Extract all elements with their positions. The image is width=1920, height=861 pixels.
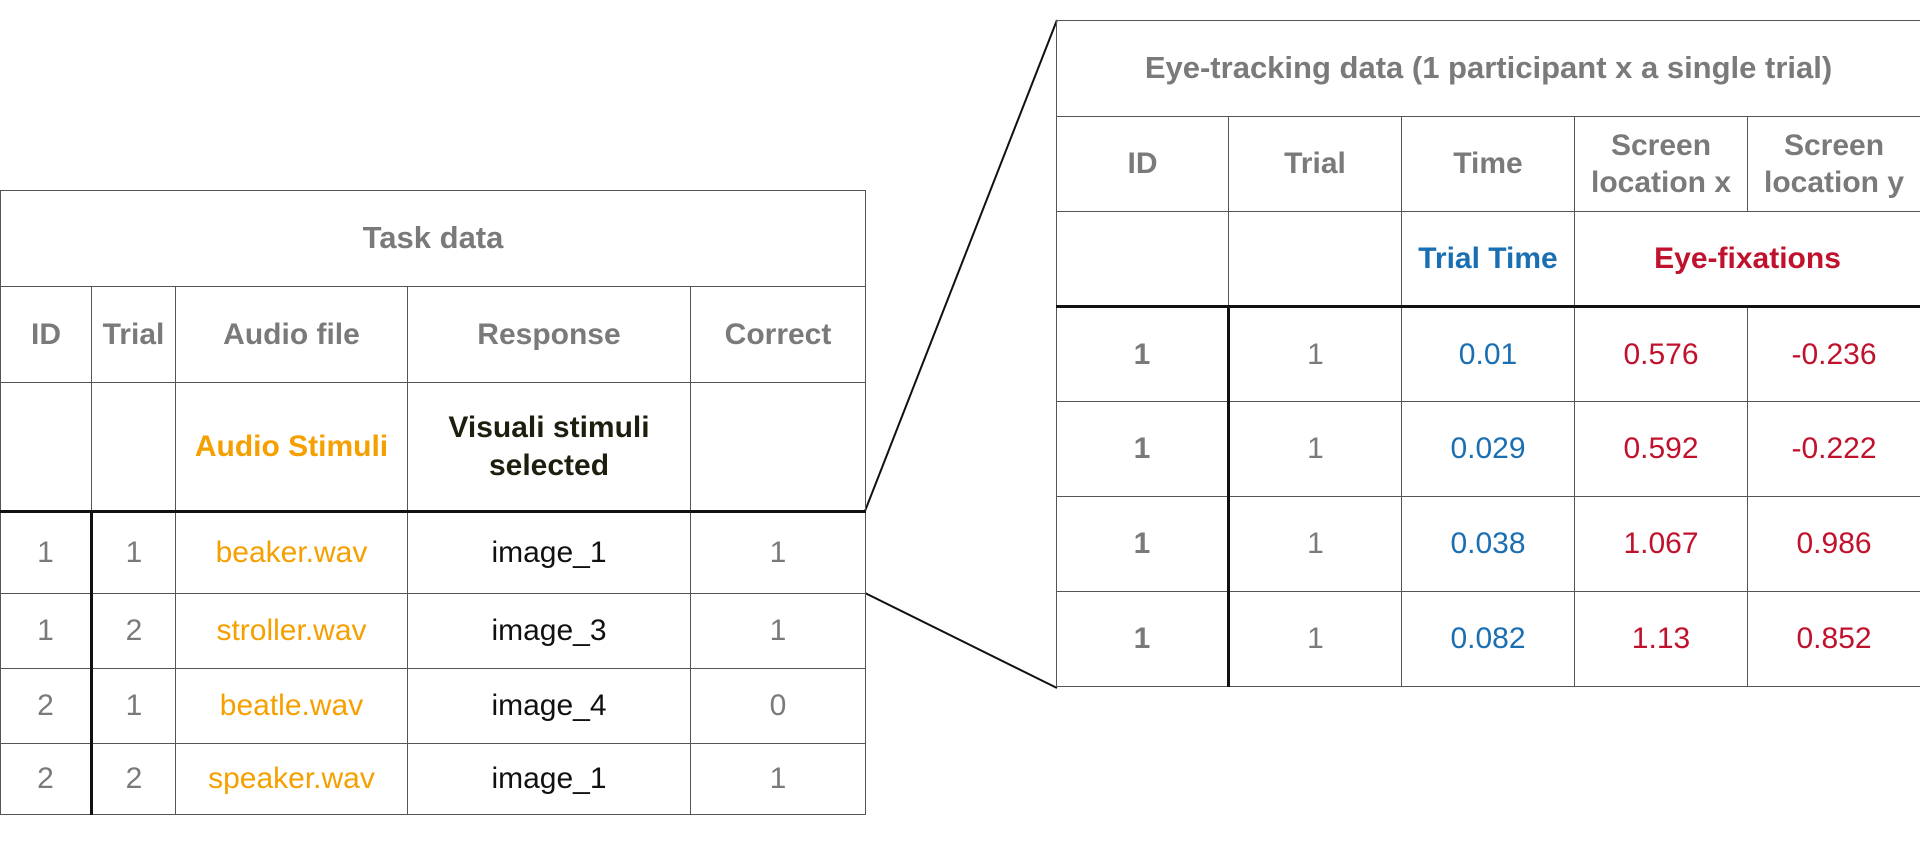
task-annotation-empty-id — [0, 382, 92, 513]
eye-cell-time: 0.038 — [1401, 496, 1575, 592]
task-cell-trial: 2 — [90, 593, 176, 669]
task-cell-response: image_1 — [407, 511, 691, 594]
task-cell-trial: 1 — [90, 668, 176, 744]
eye-cell-time: 0.029 — [1401, 401, 1575, 497]
task-row: 1 1 beaker.wav image_1 1 — [0, 511, 867, 594]
eye-cell-id: 1 — [1056, 401, 1229, 497]
eye-cell-trial: 1 — [1227, 591, 1402, 687]
eye-fixations-label: Eye-fixations — [1573, 211, 1920, 308]
task-row: 1 2 stroller.wav image_3 1 — [0, 593, 867, 669]
task-cell-id: 2 — [0, 743, 92, 815]
connector-line-top — [864, 19, 1058, 512]
task-cell-audio: speaker.wav — [175, 743, 408, 815]
eye-cell-y: 0.852 — [1746, 591, 1920, 687]
eye-cell-time: 0.01 — [1401, 306, 1575, 402]
task-row: 2 2 speaker.wav image_1 1 — [0, 743, 867, 815]
task-header-id: ID — [0, 286, 92, 383]
eye-header-time: Time — [1401, 116, 1575, 212]
task-cell-correct: 1 — [689, 593, 867, 669]
task-annotation-empty-trial — [91, 382, 176, 513]
eye-cell-trial: 1 — [1227, 496, 1402, 592]
connector-line-bottom — [864, 592, 1058, 689]
eye-cell-id: 1 — [1056, 591, 1229, 687]
task-cell-audio: beatle.wav — [175, 668, 408, 744]
task-cell-response: image_4 — [407, 668, 691, 744]
visual-stimuli-label: Visuali stimuli selected — [407, 382, 691, 513]
eye-cell-id: 1 — [1056, 306, 1229, 402]
eye-cell-y: 0.986 — [1746, 496, 1920, 592]
task-cell-audio: stroller.wav — [175, 593, 408, 669]
task-cell-trial: 2 — [90, 743, 176, 815]
task-header-audio-file: Audio file — [175, 286, 408, 383]
eye-cell-x: 0.592 — [1574, 401, 1748, 497]
task-cell-correct: 1 — [689, 511, 867, 594]
task-cell-correct: 1 — [689, 743, 867, 815]
task-cell-id: 2 — [0, 668, 92, 744]
task-header-response: Response — [407, 286, 691, 383]
eye-row: 1 1 0.038 1.067 0.986 — [1056, 496, 1920, 592]
eye-cell-x: 0.576 — [1574, 306, 1748, 402]
eye-cell-y: -0.236 — [1746, 306, 1920, 402]
task-row: 2 1 beatle.wav image_4 0 — [0, 668, 867, 744]
task-header-correct: Correct — [689, 286, 867, 383]
task-cell-trial: 1 — [90, 511, 176, 594]
eye-cell-time: 0.082 — [1401, 591, 1575, 687]
task-cell-response: image_1 — [407, 743, 691, 815]
eye-row: 1 1 0.01 0.576 -0.236 — [1056, 306, 1920, 402]
eye-row: 1 1 0.029 0.592 -0.222 — [1056, 401, 1920, 497]
task-table-title: Task data — [0, 190, 867, 287]
task-data-table: Task data ID Trial Audio file Response C… — [0, 190, 867, 815]
audio-stimuli-label: Audio Stimuli — [175, 382, 408, 513]
eye-annotation-empty-trial — [1228, 211, 1402, 308]
eye-header-trial: Trial — [1228, 116, 1402, 212]
task-cell-response: image_3 — [407, 593, 691, 669]
eye-header-id: ID — [1056, 116, 1229, 212]
eye-cell-x: 1.067 — [1574, 496, 1748, 592]
eye-row: 1 1 0.082 1.13 0.852 — [1056, 591, 1920, 687]
trial-time-label: Trial Time — [1401, 211, 1575, 308]
task-header-trial: Trial — [91, 286, 176, 383]
eye-tracking-table: Eye-tracking data (1 participant x a sin… — [1055, 20, 1920, 687]
eye-annotation-empty-id — [1056, 211, 1229, 308]
task-cell-id: 1 — [0, 511, 92, 594]
task-cell-audio: beaker.wav — [175, 511, 408, 594]
eye-cell-trial: 1 — [1227, 401, 1402, 497]
eye-cell-x: 1.13 — [1574, 591, 1748, 687]
eye-cell-trial: 1 — [1227, 306, 1402, 402]
task-cell-id: 1 — [0, 593, 92, 669]
eye-table-title: Eye-tracking data (1 participant x a sin… — [1055, 20, 1920, 117]
task-cell-correct: 0 — [689, 668, 867, 744]
eye-header-screen-x: Screen location x — [1574, 116, 1748, 212]
eye-header-screen-y: Screen location y — [1746, 116, 1920, 212]
eye-cell-y: -0.222 — [1746, 401, 1920, 497]
eye-cell-id: 1 — [1056, 496, 1229, 592]
task-annotation-empty-correct — [689, 382, 867, 513]
